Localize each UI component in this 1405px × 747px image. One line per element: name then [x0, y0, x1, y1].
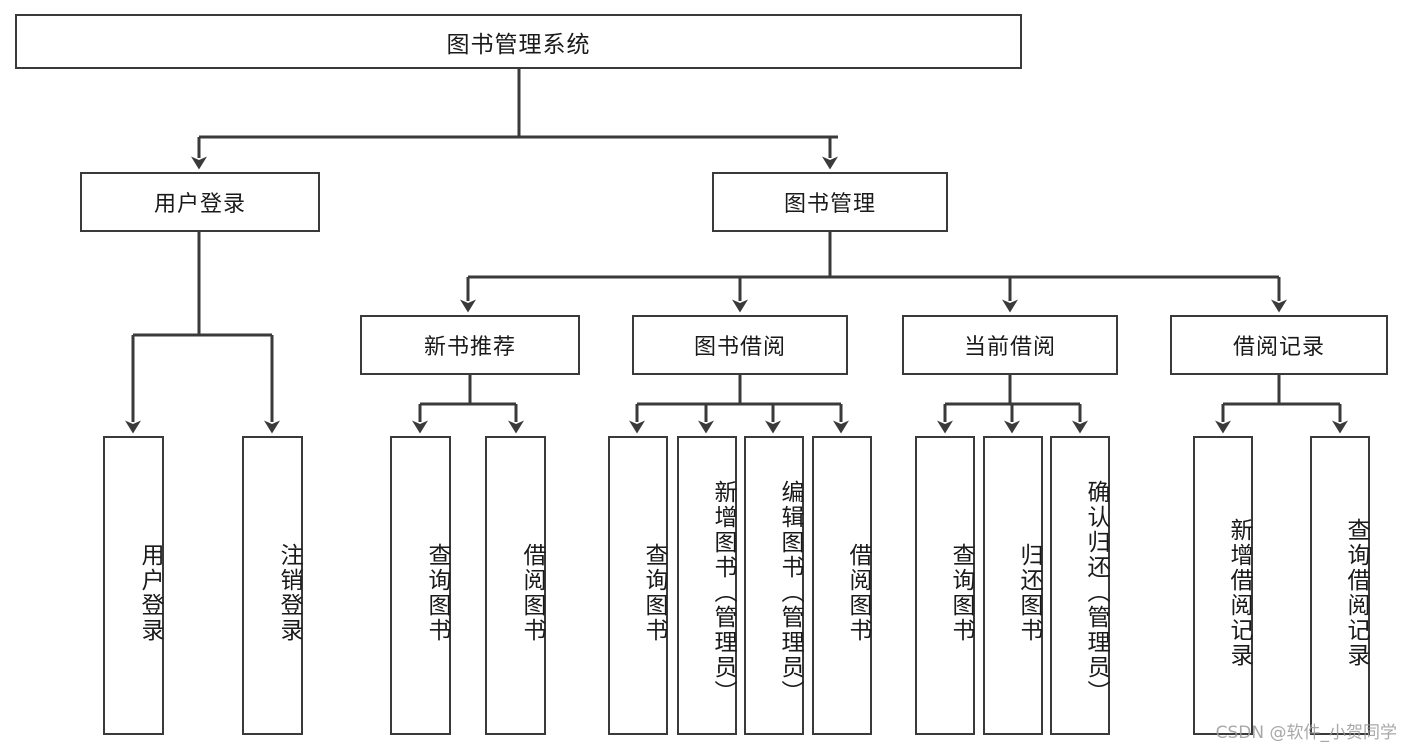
node-root-book-management-system[interactable]: 图书管理系统: [15, 14, 1022, 69]
leaf-query-books-borrowing[interactable]: 查询图书: [608, 436, 668, 735]
node-label: 新增借阅记录: [1226, 517, 1252, 668]
node-label: 新书推荐: [423, 335, 516, 360]
node-label: 查询图书: [641, 542, 667, 643]
node-label: 新增图书（管理员）: [710, 480, 736, 705]
node-label: 图书管理系统: [446, 31, 591, 58]
node-label: 借阅图书: [519, 542, 545, 643]
node-label: 图书借阅: [693, 335, 786, 360]
node-label: 借阅图书: [845, 542, 871, 643]
leaf-user-login[interactable]: 用户登录: [103, 436, 164, 735]
node-label: 用户登录: [137, 542, 163, 643]
node-label: 借阅记录: [1232, 335, 1325, 360]
node-current-borrowing[interactable]: 当前借阅: [902, 315, 1118, 375]
leaf-borrow-books[interactable]: 借阅图书: [812, 436, 872, 735]
leaf-query-books-recommendation[interactable]: 查询图书: [390, 436, 451, 735]
leaf-edit-book-admin[interactable]: 编辑图书（管理员）: [744, 436, 804, 735]
node-label: 确认归还（管理员）: [1083, 480, 1109, 705]
csdn-watermark: CSDN @软件_小贺同学: [1215, 723, 1397, 743]
leaf-borrow-books-recommendation[interactable]: 借阅图书: [485, 436, 546, 735]
node-label: 查询图书: [948, 542, 974, 643]
leaf-query-borrowing-record[interactable]: 查询借阅记录: [1310, 436, 1370, 735]
node-book-borrowing[interactable]: 图书借阅: [632, 315, 848, 375]
node-label: 注销登录: [276, 542, 302, 643]
leaf-logout[interactable]: 注销登录: [242, 436, 303, 735]
leaf-add-borrowing-record[interactable]: 新增借阅记录: [1193, 436, 1253, 735]
leaf-confirm-return-admin[interactable]: 确认归还（管理员）: [1050, 436, 1110, 735]
node-label: 用户登录: [153, 192, 246, 217]
node-book-management[interactable]: 图书管理: [712, 172, 948, 232]
leaf-add-book-admin[interactable]: 新增图书（管理员）: [677, 436, 737, 735]
node-borrowing-records[interactable]: 借阅记录: [1170, 315, 1388, 375]
node-label: 图书管理: [783, 192, 876, 217]
leaf-query-books-current[interactable]: 查询图书: [915, 436, 975, 735]
node-label: 查询图书: [424, 542, 450, 643]
node-label: 当前借阅: [963, 335, 1056, 360]
node-label: 归还图书: [1016, 542, 1042, 643]
node-user-login[interactable]: 用户登录: [80, 172, 320, 232]
node-new-book-recommendation[interactable]: 新书推荐: [360, 315, 580, 375]
leaf-return-books[interactable]: 归还图书: [983, 436, 1043, 735]
node-label: 编辑图书（管理员）: [777, 480, 803, 705]
node-label: 查询借阅记录: [1343, 517, 1369, 668]
